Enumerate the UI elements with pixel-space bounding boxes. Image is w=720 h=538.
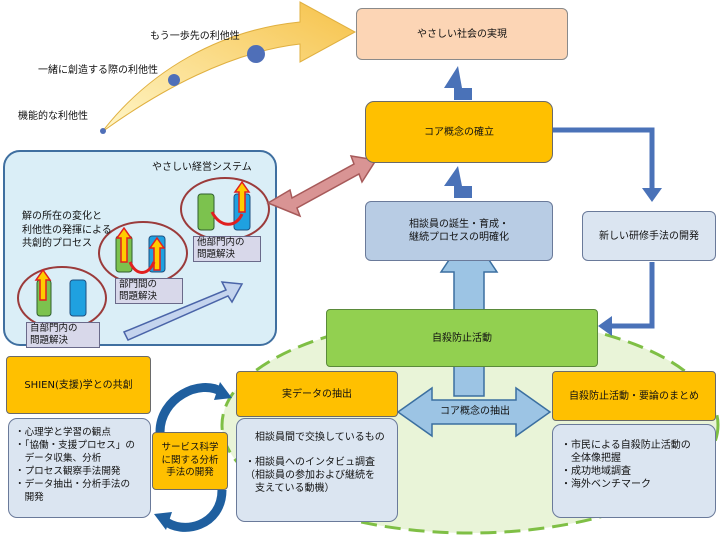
stage3-label-line-1: 他部門内の xyxy=(197,237,245,248)
system-description-line-2: 利他性の発揮による xyxy=(22,224,112,236)
summary-item-3: ・成功地域調査 xyxy=(561,466,631,477)
shien-item-6: 開発 xyxy=(15,491,44,503)
stage2-up-arrow-a xyxy=(115,226,133,263)
summary-title: 自殺防止活動・要論のまとめ xyxy=(569,390,699,402)
system-title: やさしい経営システム xyxy=(152,162,252,173)
stage3-label: 他部門内の 問題解決 xyxy=(193,236,261,262)
stage3-label-line-2: 問題解決 xyxy=(197,248,236,260)
suicide-prevention-text: 自殺防止活動 xyxy=(432,332,492,344)
shien-items-box: ・心理学と学習の観点 ・「協働・支援プロセス」の データ収集、分析 ・プロセス観… xyxy=(8,418,151,518)
counselor-box: 相談員の誕生・育成・ 継続プロセスの明確化 xyxy=(365,201,553,261)
shien-items: ・心理学と学習の観点 ・「協働・支援プロセス」の データ収集、分析 ・プロセス観… xyxy=(15,427,135,505)
counselor-to-core-arrow xyxy=(444,166,472,198)
service-line-2: に関する分析 xyxy=(161,454,219,466)
summary-item-4: ・海外ベンチマーク xyxy=(561,479,651,490)
core-box: コア概念の確立 xyxy=(365,101,553,163)
shien-item-3: データ収集、分析 xyxy=(15,452,102,464)
core-to-method-arrow xyxy=(553,127,655,190)
altruism-level-3: もう一歩先の利他性 xyxy=(150,31,240,42)
suicide-prevention-box: 自殺防止活動 xyxy=(326,309,598,367)
goal-box: やさしい社会の実現 xyxy=(356,8,568,60)
real-data-item-1: ・相談員へのインタビュ調査 xyxy=(245,457,375,468)
goal-text: やさしい社会の実現 xyxy=(417,28,507,40)
new-method-text: 新しい研修手法の開発 xyxy=(599,230,699,242)
shien-item-5: ・データ抽出・分析手法の xyxy=(15,478,131,490)
real-data-item-3: 支えている動機） xyxy=(245,483,335,494)
stage1-label: 自部門内の 問題解決 xyxy=(26,322,100,348)
new-method-box: 新しい研修手法の開発 xyxy=(582,211,716,261)
real-data-item-2: （相談員の参加および継続を xyxy=(245,470,375,481)
stage2-curve-arrow xyxy=(128,261,156,274)
system-description-line-1: 解の所在の変化と xyxy=(22,211,102,222)
stage2-up-arrow-b xyxy=(148,236,166,271)
shien-item-4: ・プロセス観察手法開発 xyxy=(15,465,121,477)
service-line-3: 手法の開発 xyxy=(166,467,214,479)
summary-title-box: 自殺防止活動・要論のまとめ xyxy=(552,371,716,421)
altruism-level-2: 一緒に創造する際の利他性 xyxy=(38,65,158,76)
stage2-label: 部門間の 問題解決 xyxy=(115,278,183,304)
altruism-dot-large xyxy=(247,45,265,63)
core-to-goal-arrow xyxy=(444,66,472,100)
counselor-line-1: 相談員の誕生・育成・ xyxy=(409,219,509,230)
altruism-level-1: 機能的な利他性 xyxy=(18,111,88,122)
shien-title-box: SHIEN(支援)学との共創 xyxy=(6,356,151,414)
stage2-label-line-2: 問題解決 xyxy=(119,290,158,302)
real-data-title-box: 実データの抽出 xyxy=(236,371,398,417)
shien-title: SHIEN(支援)学との共創 xyxy=(24,379,133,391)
service-line-1: サービス科学 xyxy=(161,442,219,454)
real-data-lead: 相談員間で交換しているもの xyxy=(255,432,385,443)
system-description: 解の所在の変化と 利他性の発揮による 共創的プロセス xyxy=(22,210,112,251)
summary-items-box: ・市民による自殺防止活動の 全体像把握 ・成功地域調査 ・海外ベンチマーク xyxy=(552,424,716,518)
stage1-label-line-2: 問題解決 xyxy=(30,334,69,346)
cycle-arrow-bottom xyxy=(161,489,227,532)
stage1-label-line-1: 自部門内の xyxy=(30,323,78,334)
summary-item-2: 全体像把握 xyxy=(561,453,621,464)
growth-arrow xyxy=(101,1,357,133)
real-data-title: 実データの抽出 xyxy=(282,388,352,400)
extraction-double-arrow xyxy=(396,386,552,438)
system-description-line-3: 共創的プロセス xyxy=(22,238,92,249)
progress-arrow xyxy=(122,281,244,341)
method-to-activity-arrow xyxy=(610,262,655,329)
real-data-items-box: 相談員間で交換しているもの ・相談員へのインタビュ調査 （相談員の参加および継続… xyxy=(236,418,398,522)
cycle-arrow-top xyxy=(155,383,225,433)
core-text: コア概念の確立 xyxy=(424,126,494,138)
stage3-curve-arrow xyxy=(210,211,244,226)
counselor-line-2: 継続プロセスの明確化 xyxy=(409,232,509,243)
shien-item-1: ・心理学と学習の観点 xyxy=(15,427,111,438)
link-double-arrow xyxy=(266,155,378,218)
altruism-dot-small xyxy=(100,128,106,134)
core-extraction-label: コア概念の抽出 xyxy=(440,406,510,417)
stage1-up-arrow xyxy=(34,268,52,301)
altruism-dot-medium xyxy=(168,74,180,86)
shien-item-2: ・「協働・支援プロセス」の xyxy=(15,439,135,451)
stage3-up-arrow xyxy=(233,180,251,213)
service-box: サービス科学 に関する分析 手法の開発 xyxy=(152,432,228,490)
stage2-label-line-1: 部門間の xyxy=(119,279,158,290)
summary-items: ・市民による自殺防止活動の 全体像把握 ・成功地域調査 ・海外ベンチマーク xyxy=(561,439,691,491)
summary-item-1: ・市民による自殺防止活動の xyxy=(561,440,691,451)
